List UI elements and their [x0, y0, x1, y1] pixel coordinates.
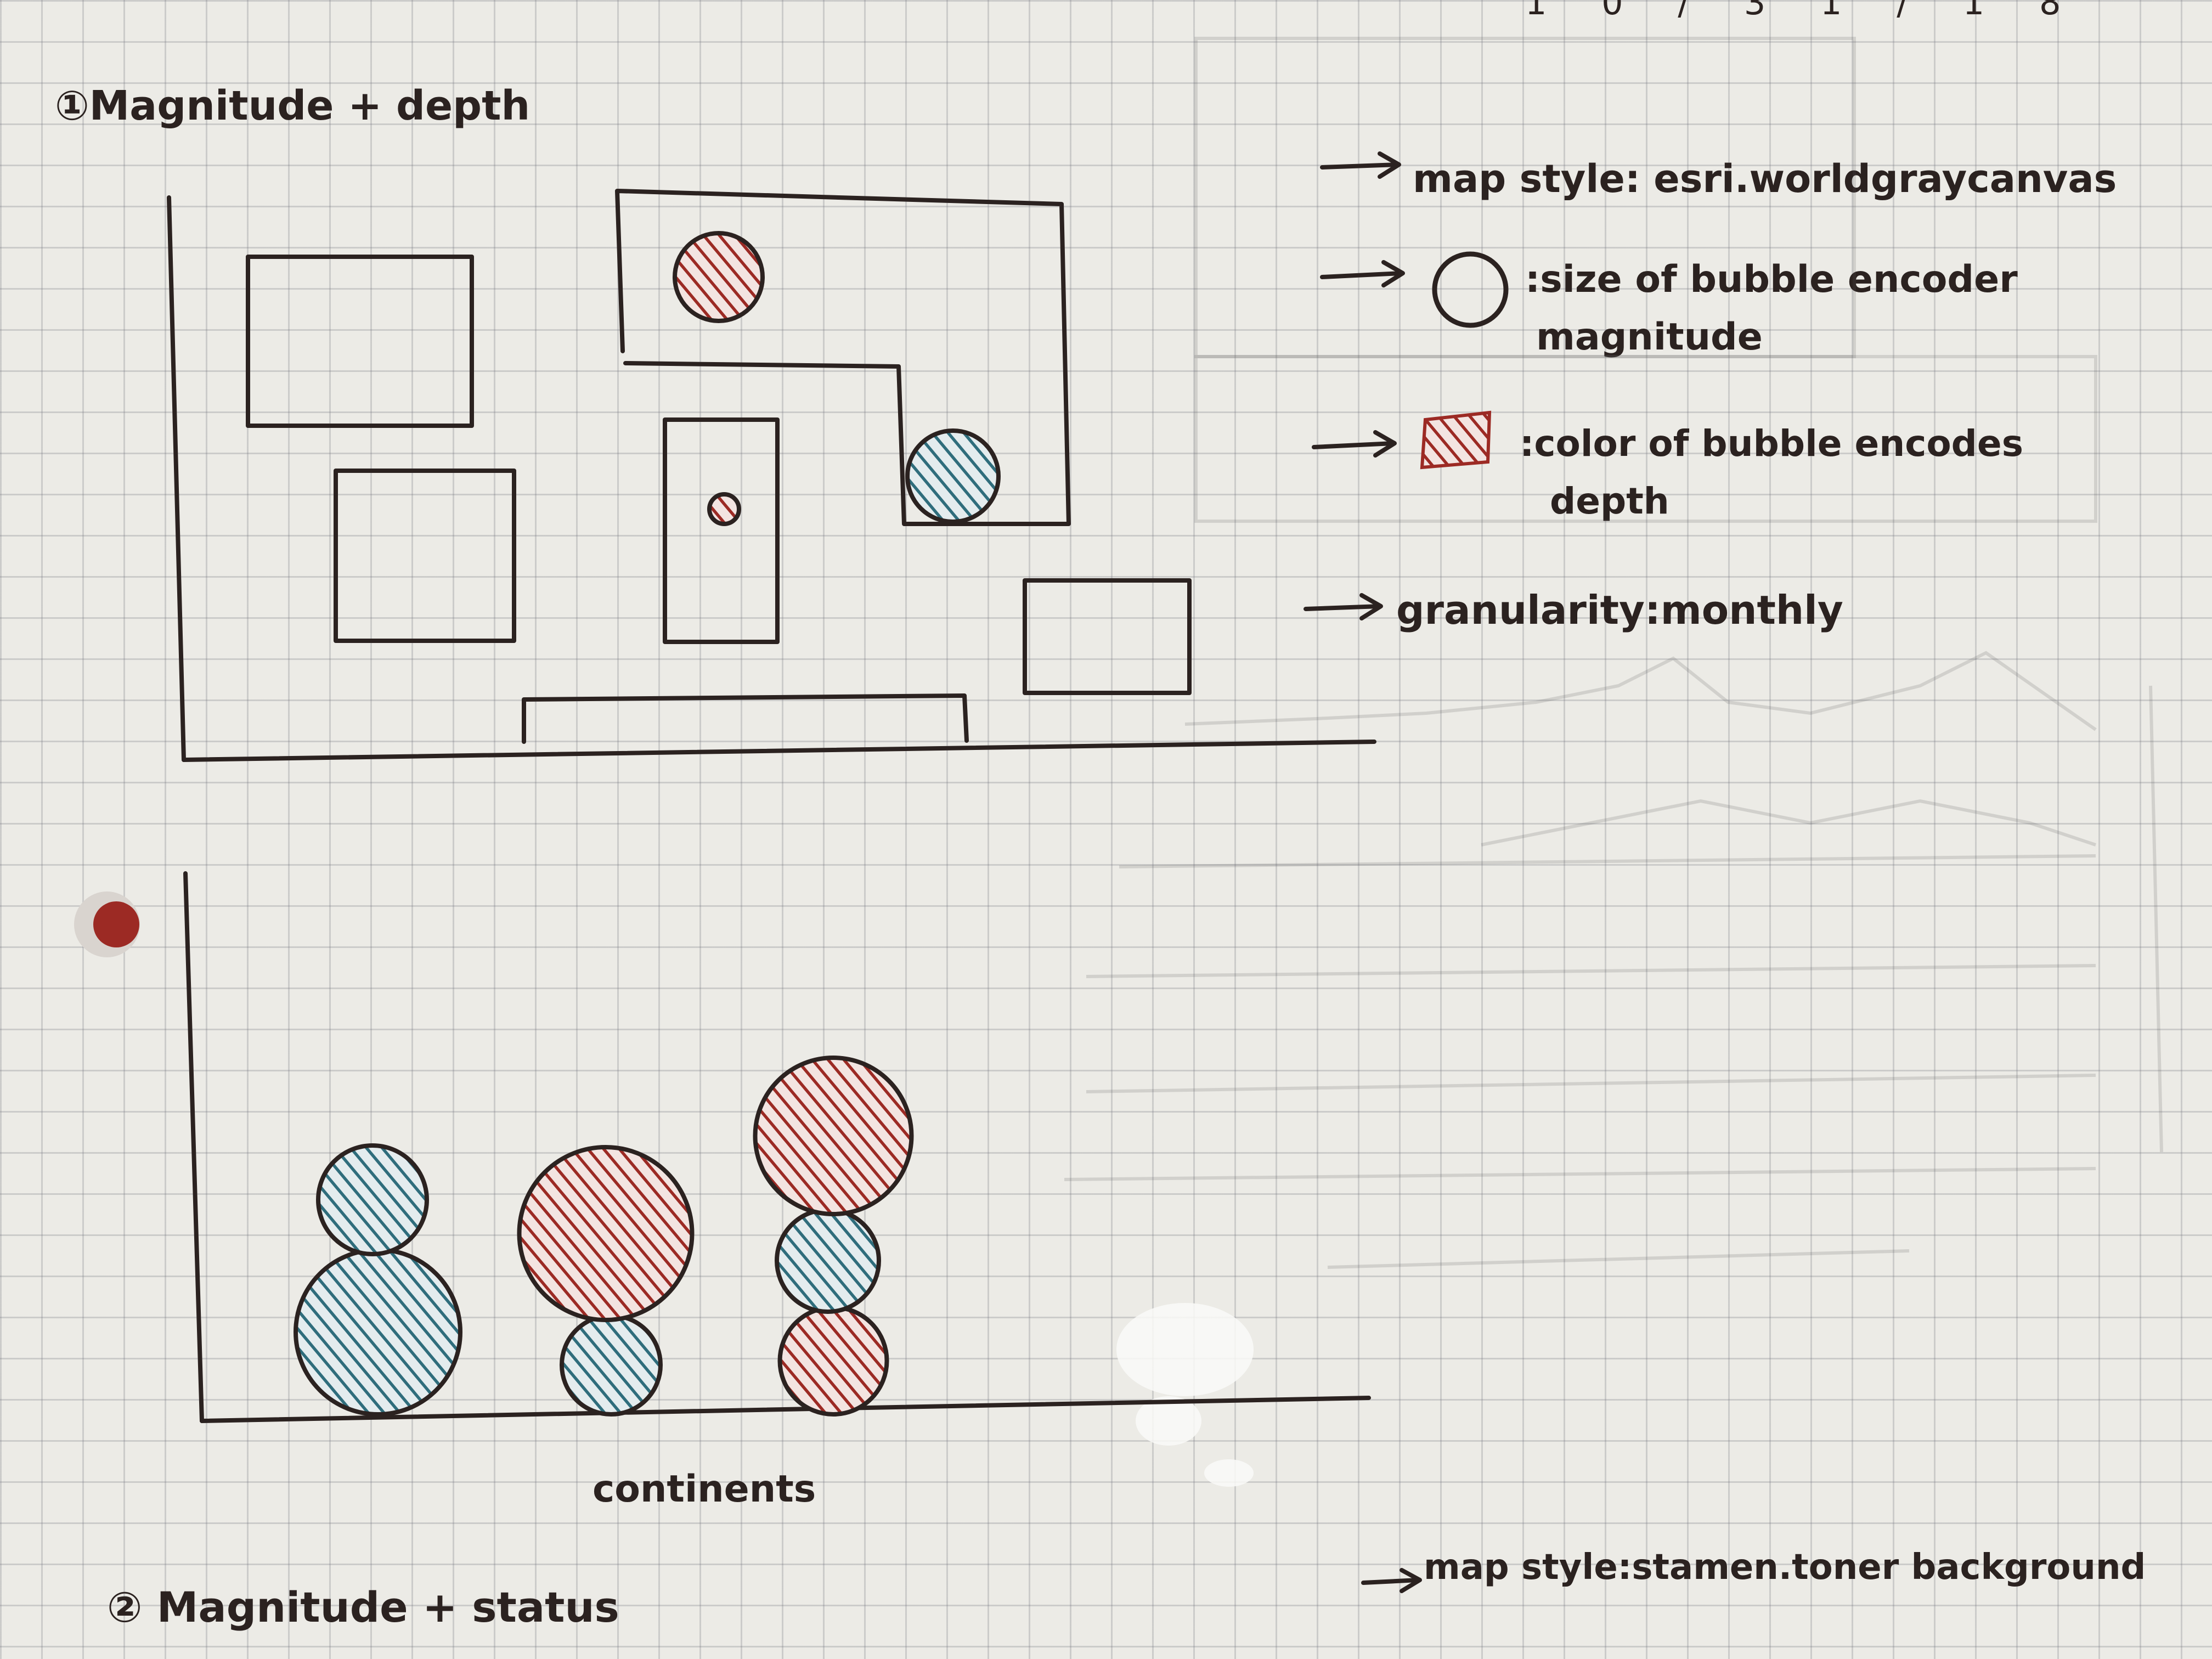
map-bubble-red-small: [707, 492, 741, 526]
map-region-4: [615, 189, 1071, 526]
map-bubble-teal: [905, 428, 1001, 524]
legend-color-label: :color of bubble encodes: [1520, 422, 2023, 465]
legend-map-style-1: map style: esri.worldgraycanvas: [1413, 156, 2117, 201]
map-region-1: [246, 255, 474, 428]
pencil-bleed-through: [1064, 37, 2163, 1269]
legend-map-style-2: map style:stamen.toner background: [1424, 1547, 2146, 1588]
chart2-bubble-teal: [560, 1313, 663, 1417]
legend-color-meaning: depth: [1550, 480, 1669, 522]
map-region-2: [334, 469, 516, 643]
date-header: 1 0 / 3 1 / 1 8: [1525, 0, 2083, 22]
map-region-6: [522, 693, 969, 744]
chart2-bubbles: [294, 1056, 914, 1417]
map-bottom-axis: [182, 740, 1376, 762]
map-bubbles: [673, 231, 1001, 526]
white-out-marks: [1116, 1303, 1254, 1487]
legend-size-meaning: magnitude: [1536, 315, 1763, 359]
map-region-3: [663, 417, 780, 644]
chart2-bubble-red: [517, 1145, 695, 1322]
chart2-xlabel: continents: [592, 1468, 816, 1511]
chart2-axes: [183, 871, 1371, 1423]
map-sketch: [167, 189, 1376, 762]
section1-title: ①Magnitude + depth: [55, 82, 531, 129]
chart2-bubble-teal: [294, 1248, 462, 1417]
chart2-bubble-red: [753, 1056, 914, 1216]
chart2-y-axis: [183, 871, 204, 1423]
legend-granularity: granularity:monthly: [1396, 587, 1843, 633]
arrow-icon-1: [1320, 151, 1401, 179]
map-region-5: [1023, 578, 1192, 695]
chart2-bubble-teal: [775, 1207, 881, 1314]
legend-arrows: [1304, 151, 1422, 1593]
chart2-bubble-teal: [316, 1143, 429, 1256]
legend-empty-circle-icon: [1432, 251, 1509, 328]
legend-red-swatch-icon: [1420, 410, 1492, 470]
binder-hole-inner: [93, 901, 139, 947]
arrow-icon-2: [1320, 260, 1405, 287]
arrow-icon-3: [1312, 430, 1397, 458]
legend-size-label: :size of bubble encoder: [1525, 258, 2018, 301]
section2-title: ② Magnitude + status: [107, 1583, 619, 1632]
chart2-bubble-red: [777, 1305, 889, 1417]
chart2-x-axis: [200, 1396, 1371, 1423]
map-bubble-red-large: [673, 231, 765, 323]
map-left-axis: [167, 195, 186, 762]
arrow-icon-5: [1361, 1568, 1422, 1593]
arrow-icon-4: [1304, 593, 1383, 620]
